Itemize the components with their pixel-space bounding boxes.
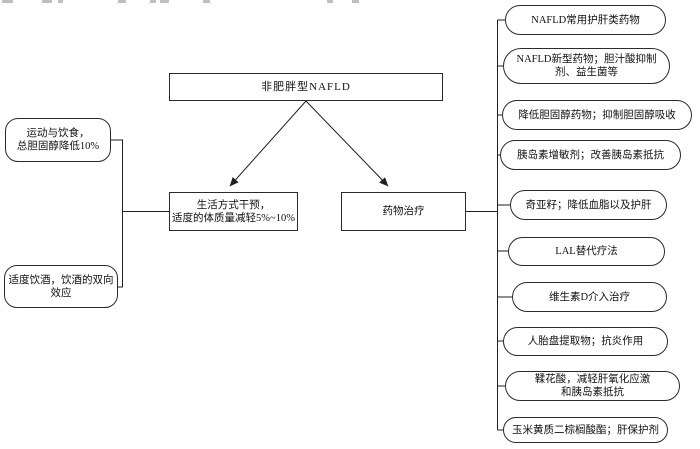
- cropped-caption-remnant: [327, 0, 333, 3]
- node-drug-item: 降低胆固醇药物；抑制胆固醇吸收: [502, 100, 692, 130]
- node-drug-item: 人胎盘提取物；抗炎作用: [503, 327, 668, 356]
- node-drug-item: 奇亚籽；降低血脂以及护肝: [510, 190, 667, 220]
- cropped-caption-remnant: [150, 0, 156, 3]
- node-drug-item: NAFLD新型药物；胆汁酸抑制剂、益生菌等: [503, 48, 670, 84]
- node-lifestyle-item: 运动与饮食， 总胆固醇降低10%: [5, 118, 111, 162]
- cropped-caption-remnant: [118, 0, 126, 3]
- node-lifestyle-item: 适度饮酒，饮酒的双向 效应: [4, 265, 118, 308]
- node-drug-item: LAL替代疗法: [508, 237, 665, 266]
- node-drug-item: NAFLD常用护肝类药物: [505, 5, 666, 35]
- cropped-caption-remnant: [42, 0, 52, 3]
- node-lifestyle-label: 生活方式干预， 适度的体质量减轻5%~10%: [172, 199, 295, 224]
- node-drug-therapy: 药物治疗: [341, 192, 466, 231]
- node-drug-item: 维生素D介入治疗: [512, 282, 667, 312]
- node-drug-therapy-label: 药物治疗: [382, 206, 425, 217]
- node-root-label: 非肥胖型NAFLD: [261, 80, 351, 93]
- cropped-caption-remnant: [352, 0, 359, 3]
- node-drug-item: 鞣花酸，减轻肝氧化应激和胰岛素抵抗: [505, 371, 680, 401]
- cropped-caption-remnant: [160, 0, 169, 3]
- cropped-caption-remnant: [58, 0, 63, 3]
- cropped-caption-remnant: [2, 0, 13, 3]
- node-drug-item: 胰岛素增敏剂；改善胰岛素抵抗: [500, 140, 681, 170]
- node-lifestyle: 生活方式干预， 适度的体质量减轻5%~10%: [169, 192, 298, 231]
- node-root: 非肥胖型NAFLD: [169, 73, 443, 101]
- cropped-caption-remnant: [203, 0, 210, 3]
- node-drug-item: 玉米黄质二棕榈酸酯；肝保护剂: [503, 417, 668, 443]
